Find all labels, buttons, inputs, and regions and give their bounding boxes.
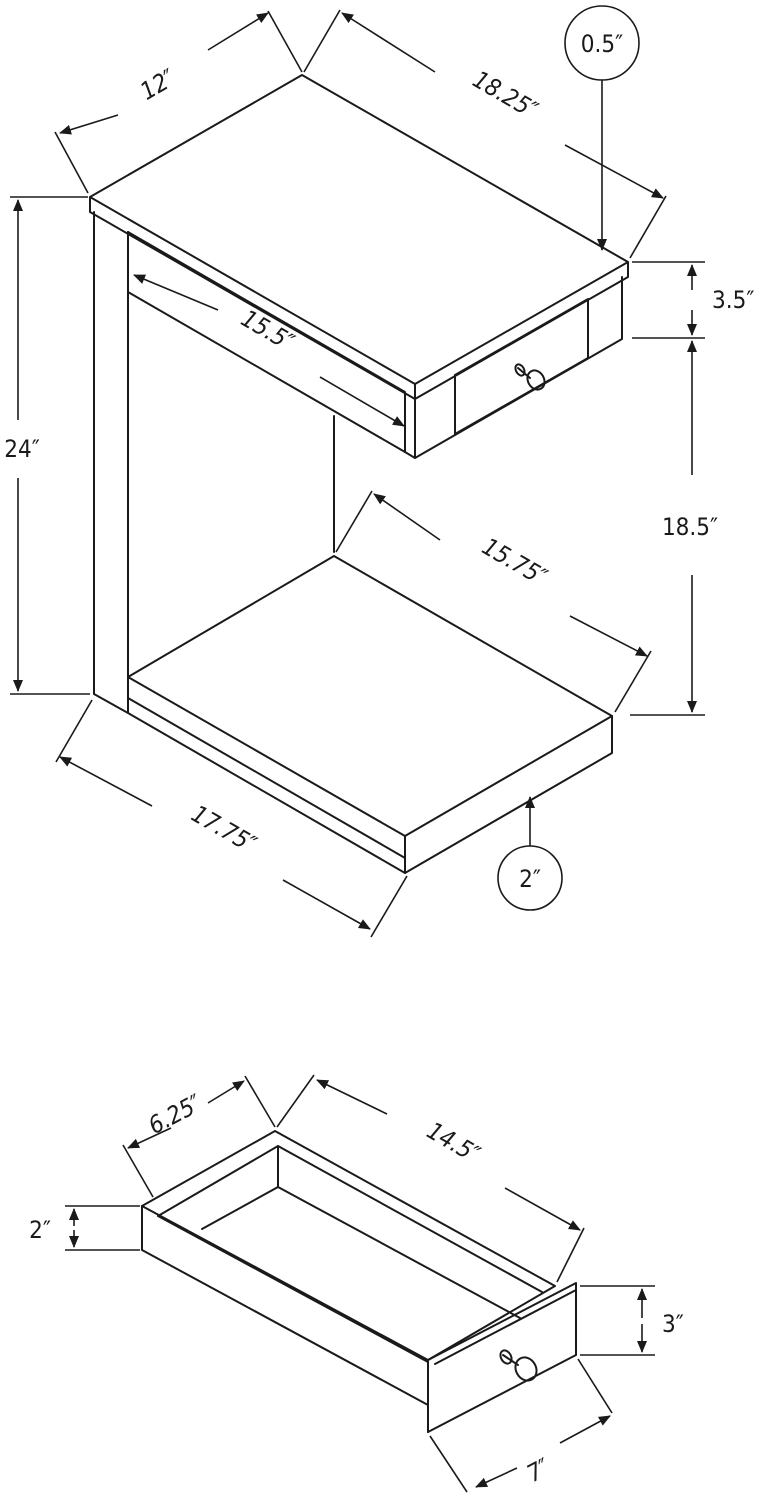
table-top-side-edge xyxy=(414,261,629,400)
drawer-inner-side-wall xyxy=(157,1215,429,1363)
table-top-front-edge xyxy=(89,196,416,400)
c-table-drawing xyxy=(89,74,629,874)
label-drawer-depth: 6.25″ xyxy=(144,1089,207,1140)
drawer-inner-floor-back xyxy=(201,1186,279,1230)
drawer-inner-floor-side xyxy=(277,1186,521,1319)
label-drawer-front-height: 3″ xyxy=(662,1310,684,1338)
dim-clearance-height: 18.5″ xyxy=(630,340,718,716)
label-drawer-side-height: 2″ xyxy=(29,1216,51,1244)
table-top-surface xyxy=(89,74,629,385)
drawer-dimensions: 6.25″ 14.5″ 2″ 3″ xyxy=(29,1074,684,1493)
dim-apron-height: 3.5″ xyxy=(632,261,754,339)
label-base-width: 15.75″ xyxy=(477,532,551,591)
drawer-front-panel xyxy=(427,1282,577,1433)
dim-drawer-front-height: 3″ xyxy=(580,1285,684,1356)
drawer-knob-icon xyxy=(514,363,546,391)
table-base-side xyxy=(404,715,613,874)
table-base-front-lower xyxy=(127,697,406,874)
label-base-depth: 17.75″ xyxy=(187,800,261,859)
dim-base-width: 15.75″ xyxy=(335,490,652,713)
label-base-thickness: 2″ xyxy=(519,865,541,893)
label-drawer-front-width: 7″ xyxy=(522,1453,554,1488)
dim-inner-width: 15.5″ xyxy=(133,274,405,427)
drawer-rim-inner xyxy=(157,1145,543,1293)
drawer-rim-outer xyxy=(141,1130,556,1361)
callout-top-thickness: 0.5″ xyxy=(564,5,640,251)
label-overall-height: 24″ xyxy=(4,435,40,463)
dim-drawer-side-height: 2″ xyxy=(29,1205,140,1251)
drawer-front-panel-top xyxy=(434,1289,577,1365)
label-top-depth: 12″ xyxy=(135,64,180,106)
label-clearance-height: 18.5″ xyxy=(662,513,718,541)
dim-drawer-depth: 6.25″ xyxy=(122,1075,276,1198)
drawer-drawing xyxy=(141,1130,577,1433)
drawer-side-top-edge xyxy=(141,1205,429,1361)
table-apron-inner-line xyxy=(127,231,406,453)
table-side-panel xyxy=(93,211,129,714)
table-base-front xyxy=(127,676,406,859)
callout-base-thickness: 2″ xyxy=(497,796,563,911)
label-drawer-length: 14.5″ xyxy=(422,1116,485,1168)
dim-top-depth: 12″ xyxy=(54,10,303,194)
dim-drawer-length: 14.5″ xyxy=(276,1074,585,1283)
dim-overall-height: 24″ xyxy=(4,196,90,695)
drawer-knob-icon-2 xyxy=(499,1349,538,1382)
table-dimensions: 12″ 18.25″ 0.5″ 3.5″ 15.5″ xyxy=(4,5,754,938)
drawer-side-outer xyxy=(141,1205,429,1406)
label-top-thickness: 0.5″ xyxy=(581,30,623,58)
label-apron-height: 3.5″ xyxy=(712,286,754,314)
label-top-width: 18.25″ xyxy=(468,65,542,124)
